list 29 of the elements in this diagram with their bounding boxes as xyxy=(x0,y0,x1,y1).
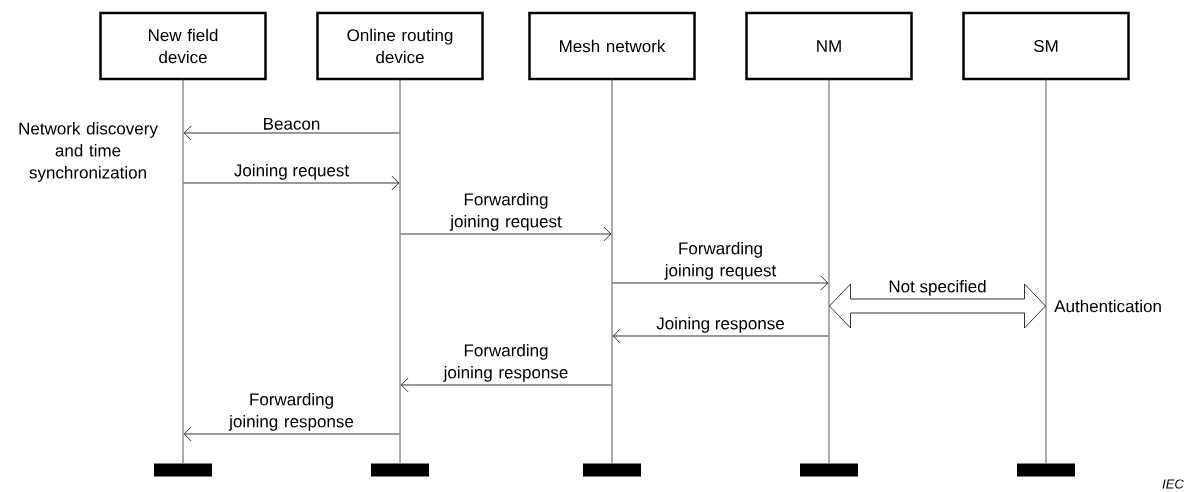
message-arrow xyxy=(183,175,400,191)
source-label: IEC xyxy=(1162,479,1184,489)
participant-box: NM xyxy=(745,11,913,81)
message-arrow xyxy=(612,328,829,344)
edge-label: Forwarding joining request xyxy=(449,192,562,231)
double-arrow xyxy=(829,283,1046,329)
edge-label: Forwarding joining request xyxy=(664,241,777,280)
lifeline-end-bar xyxy=(1017,463,1075,477)
participant-box: Mesh network xyxy=(528,11,696,81)
annotation-text: Network discovery and time synchronization xyxy=(19,122,158,182)
message-arrow xyxy=(400,377,612,393)
participant-box: New field device xyxy=(99,11,267,81)
lifeline-end-bar xyxy=(371,463,429,477)
message-arrow xyxy=(183,125,400,141)
edge-label: Forwarding joining response xyxy=(228,392,354,431)
participant-box: SM xyxy=(962,11,1130,81)
edge-label: Joining response xyxy=(656,316,784,333)
message-arrow xyxy=(612,275,829,291)
edge-label: Not specified xyxy=(889,279,986,296)
lifeline-end-bar xyxy=(154,463,212,477)
message-arrow xyxy=(183,426,400,442)
lifeline-end-bar xyxy=(583,463,641,477)
edge-label: Forwarding joining response xyxy=(443,343,568,382)
edge-label: Joining request xyxy=(234,163,349,180)
message-arrow xyxy=(400,226,612,242)
participant-box: Online routing device xyxy=(316,11,484,81)
annotation-text: Authentication xyxy=(1054,299,1161,313)
edge-label: Beacon xyxy=(264,117,320,130)
lifeline-end-bar xyxy=(800,463,858,477)
